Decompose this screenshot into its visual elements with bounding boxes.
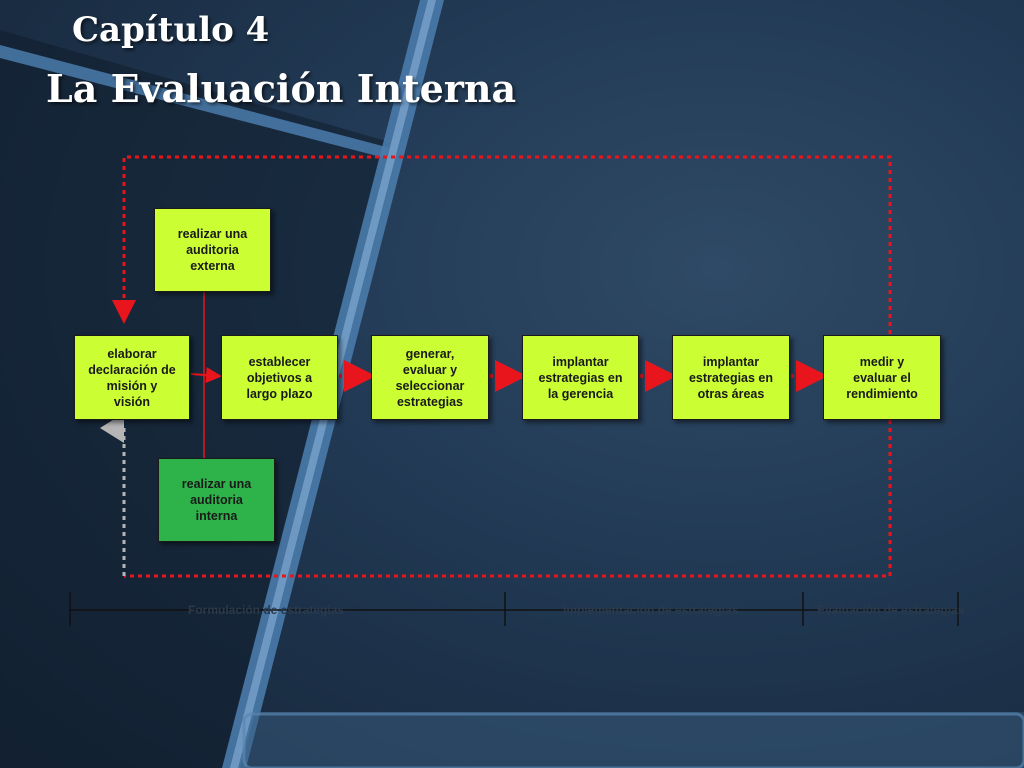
box-internal-audit-label: realizar una auditoria interna <box>181 477 252 523</box>
feedback-loop-top <box>112 155 892 334</box>
box-implement-other-areas-label: implantar estrategias en otras áreas <box>688 354 774 401</box>
box-measure-performance-label: medir y evaluar el rendimiento <box>846 354 918 401</box>
box-external-audit-label: realizar una auditoria externa <box>177 227 248 273</box>
box-mission-vision-label: elaborar declaración de misión y visión <box>88 346 176 409</box>
flow-arrow <box>190 367 222 384</box>
phase-label-implementation: Implementación de estrategias <box>563 603 739 617</box>
phase-label-formulation: Formulación de estrategias <box>188 603 345 617</box>
feedback-loop-bottom <box>124 420 892 578</box>
chapter-title: Capítulo 4 <box>72 10 270 50</box>
box-implement-management: implantar estrategias en la gerencia <box>522 335 639 420</box>
box-generate-strategies: generar, evaluar y seleccionar estrategi… <box>371 335 489 420</box>
box-measure-performance: medir y evaluar el rendimiento <box>823 335 941 420</box>
box-internal-audit: realizar una auditoria interna <box>158 458 275 542</box>
phase-label-evaluation: Evaluación de estrategias <box>817 603 965 617</box>
box-implement-management-label: implantar estrategias en la gerencia <box>538 354 623 401</box>
slide-title: La Evaluación Interna <box>46 66 517 111</box>
box-long-term-objectives-label: establecer objetivos a largo plazo <box>246 354 313 401</box>
box-external-audit: realizar una auditoria externa <box>154 208 271 292</box>
box-long-term-objectives: establecer objetivos a largo plazo <box>221 335 338 420</box>
box-mission-vision: elaborar declaración de misión y visión <box>74 335 190 420</box>
box-implement-other-areas: implantar estrategias en otras áreas <box>672 335 790 420</box>
box-generate-strategies-label: generar, evaluar y seleccionar estrategi… <box>395 346 465 409</box>
